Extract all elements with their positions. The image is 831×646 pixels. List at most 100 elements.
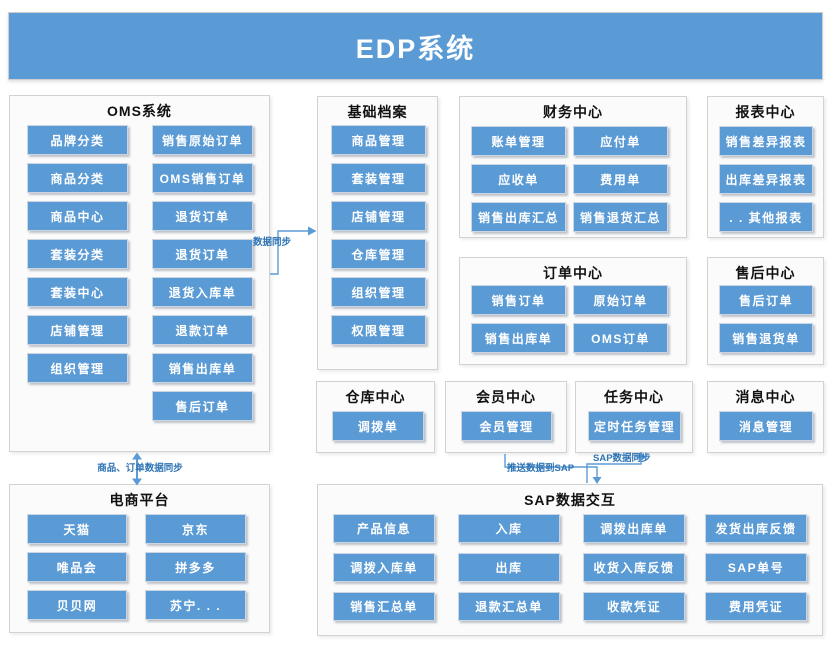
oms-box: OMS系统 品牌分类 商品分类 商品中心 套装分类 套装中心 店铺管理 组织管理…	[9, 95, 270, 452]
order-button[interactable]: 销售出库单	[471, 323, 566, 353]
task-center-box: 任务中心 定时任务管理	[575, 381, 693, 453]
sap-button[interactable]: 调拨入库单	[333, 553, 435, 582]
sap-button[interactable]: 出库	[458, 553, 560, 582]
ecommerce-button[interactable]: 天猫	[27, 514, 127, 544]
basic-archive-button[interactable]: 套装管理	[331, 163, 426, 193]
basic-archive-button[interactable]: 商品管理	[331, 125, 426, 155]
push-to-sap-arrow: 推送数据到SAP	[504, 454, 602, 484]
order-center-box-title: 订单中心	[543, 265, 603, 281]
sap-button[interactable]: 产品信息	[333, 514, 435, 543]
basic-archive-column: 商品管理 套装管理 店铺管理 仓库管理 组织管理 权限管理	[331, 125, 426, 345]
warehouse-column: 调拨单	[332, 411, 424, 441]
sap-button[interactable]: 收货入库反馈	[583, 553, 685, 582]
basic-archive-box: 基础档案 商品管理 套装管理 店铺管理 仓库管理 组织管理 权限管理	[317, 96, 438, 370]
report-button[interactable]: . . 其他报表	[719, 202, 813, 232]
oms-button[interactable]: 商品中心	[27, 201, 128, 231]
ecommerce-platform-box-title: 电商平台	[109, 492, 170, 508]
aftersale-button[interactable]: 销售退货单	[719, 323, 813, 353]
finance-button[interactable]: 费用单	[573, 164, 668, 194]
sap-button[interactable]: 销售汇总单	[333, 592, 435, 621]
oms-button[interactable]: 店铺管理	[27, 315, 128, 345]
warehouse-button[interactable]: 调拨单	[332, 411, 424, 441]
finance-button[interactable]: 应付单	[573, 126, 668, 156]
finance-left-column: 账单管理 应收单 销售出库汇总	[471, 126, 566, 232]
basic-archive-button[interactable]: 组织管理	[331, 277, 426, 307]
oms-button[interactable]: 商品分类	[27, 163, 128, 193]
order-left-column: 销售订单 销售出库单	[471, 285, 566, 353]
message-center-box-title: 消息中心	[735, 389, 796, 405]
sap-exchange-box: SAP数据交互 产品信息 调拨入库单 销售汇总单 入库 出库 退款汇总单 调拨出…	[317, 484, 823, 636]
report-center-box: 报表中心 销售差异报表 出库差异报表 . . 其他报表	[707, 96, 824, 238]
finance-center-box: 财务中心 账单管理 应收单 销售出库汇总 应付单 费用单 销售退货汇总	[459, 96, 687, 238]
task-center-box-title: 任务中心	[604, 389, 664, 405]
oms-button[interactable]: 退款订单	[152, 315, 253, 345]
sap-button[interactable]: SAP单号	[705, 553, 807, 582]
message-button[interactable]: 消息管理	[719, 411, 813, 441]
aftersale-button[interactable]: 售后订单	[719, 285, 813, 315]
sap-button[interactable]: 发货出库反馈	[705, 514, 807, 543]
sap-button[interactable]: 调拨出库单	[583, 514, 685, 543]
ecommerce-button[interactable]: 苏宁. . .	[145, 590, 246, 620]
oms-right-column: 销售原始订单 OMS销售订单 退货订单 退货订单 退货入库单 退款订单 销售出库…	[152, 125, 253, 421]
sap-button[interactable]: 收款凭证	[583, 592, 685, 621]
report-button[interactable]: 销售差异报表	[719, 126, 813, 156]
report-column: 销售差异报表 出库差异报表 . . 其他报表	[719, 126, 813, 232]
aftersale-center-box: 售后中心 售后订单 销售退货单	[707, 257, 824, 365]
ecommerce-button[interactable]: 京东	[145, 514, 246, 544]
sap-sync-arrow-label: SAP数据同步	[593, 452, 651, 464]
product-order-sync-arrow-label: 商品、订单数据同步	[97, 462, 183, 474]
ecommerce-right-column: 京东 拼多多 苏宁. . .	[145, 514, 246, 620]
report-button[interactable]: 出库差异报表	[719, 164, 813, 194]
oms-button[interactable]: 组织管理	[27, 353, 128, 383]
finance-button[interactable]: 销售出库汇总	[471, 202, 566, 232]
sap-column-1: 产品信息 调拨入库单 销售汇总单	[333, 514, 435, 621]
task-button[interactable]: 定时任务管理	[588, 411, 681, 441]
sap-column-2: 入库 出库 退款汇总单	[458, 514, 560, 621]
warehouse-center-box: 仓库中心 调拨单	[316, 381, 435, 453]
order-button[interactable]: 原始订单	[573, 285, 668, 315]
oms-button[interactable]: 退货入库单	[152, 277, 253, 307]
oms-button[interactable]: 售后订单	[152, 391, 253, 421]
basic-archive-button[interactable]: 仓库管理	[331, 239, 426, 269]
message-column: 消息管理	[719, 411, 813, 441]
ecommerce-button[interactable]: 拼多多	[145, 552, 246, 582]
oms-button[interactable]: 套装中心	[27, 277, 128, 307]
ecommerce-button[interactable]: 唯品会	[27, 552, 127, 582]
ecommerce-left-column: 天猫 唯品会 贝贝网	[27, 514, 127, 620]
finance-button[interactable]: 销售退货汇总	[573, 202, 668, 232]
sap-column-3: 调拨出库单 收货入库反馈 收款凭证	[583, 514, 685, 621]
message-center-box: 消息中心 消息管理	[707, 381, 824, 453]
oms-button[interactable]: 销售出库单	[152, 353, 253, 383]
basic-archive-button[interactable]: 权限管理	[331, 315, 426, 345]
order-button[interactable]: OMS订单	[573, 323, 668, 353]
aftersale-center-box-title: 售后中心	[735, 265, 796, 281]
sap-button[interactable]: 入库	[458, 514, 560, 543]
ecommerce-button[interactable]: 贝贝网	[27, 590, 127, 620]
order-button[interactable]: 销售订单	[471, 285, 566, 315]
page-title: EDP系统	[355, 33, 476, 64]
finance-button[interactable]: 账单管理	[471, 126, 566, 156]
oms-button[interactable]: 品牌分类	[27, 125, 128, 155]
oms-button[interactable]: 退货订单	[152, 239, 253, 269]
order-right-column: 原始订单 OMS订单	[573, 285, 668, 353]
finance-button[interactable]: 应收单	[471, 164, 566, 194]
push-to-sap-arrow-label: 推送数据到SAP	[507, 462, 575, 474]
sap-exchange-box-title: SAP数据交互	[524, 492, 616, 508]
page-header: EDP系统	[8, 12, 823, 80]
sap-sync-arrow: SAP数据同步	[586, 451, 651, 483]
aftersale-column: 售后订单 销售退货单	[719, 285, 813, 353]
oms-button[interactable]: 套装分类	[27, 239, 128, 269]
basic-archive-button[interactable]: 店铺管理	[331, 201, 426, 231]
oms-left-column: 品牌分类 商品分类 商品中心 套装分类 套装中心 店铺管理 组织管理	[27, 125, 128, 383]
sap-button[interactable]: 费用凭证	[705, 592, 807, 621]
oms-box-title: OMS系统	[107, 103, 172, 119]
oms-button[interactable]: OMS销售订单	[152, 163, 253, 193]
oms-button[interactable]: 退货订单	[152, 201, 253, 231]
sap-button[interactable]: 退款汇总单	[458, 592, 560, 621]
product-order-sync-arrow: 商品、订单数据同步	[97, 452, 183, 486]
order-center-box: 订单中心 销售订单 销售出库单 原始订单 OMS订单	[459, 257, 687, 365]
oms-button[interactable]: 销售原始订单	[152, 125, 253, 155]
ecommerce-platform-box: 电商平台 天猫 唯品会 贝贝网 京东 拼多多 苏宁. . .	[9, 484, 270, 633]
task-column: 定时任务管理	[588, 411, 681, 441]
member-button[interactable]: 会员管理	[461, 411, 552, 441]
